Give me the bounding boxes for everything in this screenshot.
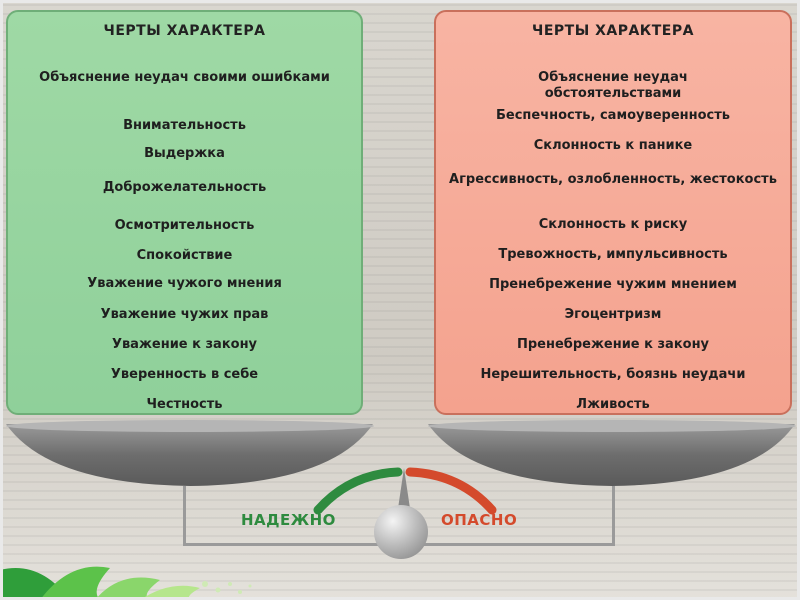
good-trait-item: Уважение чужих прав bbox=[100, 307, 269, 322]
bad-trait-item: Склонность к панике bbox=[533, 138, 693, 153]
good-trait-item: Выдержка bbox=[144, 146, 225, 161]
bad-trait-item: Объяснение неудач обстоятельствами bbox=[538, 70, 688, 101]
bad-trait-item: Агрессивность, озлобленность, жестокость bbox=[449, 172, 777, 187]
left-scale-pan bbox=[6, 420, 374, 486]
bad-trait-item: Склонность к риску bbox=[538, 217, 688, 232]
good-trait-item: Спокойствие bbox=[136, 248, 233, 263]
scale-weight bbox=[374, 505, 428, 559]
good-trait-item: Уверенность в себе bbox=[110, 367, 259, 382]
good-trait-item: Доброжелательность bbox=[102, 180, 267, 195]
good-trait-item: Уважение к закону bbox=[111, 337, 258, 352]
safe-label: НАДЕЖНО bbox=[241, 511, 336, 529]
good-panel-title: ЧЕРТЫ ХАРАКТЕРА bbox=[103, 23, 266, 39]
bad-trait-item: Беспечность, самоуверенность bbox=[495, 108, 731, 123]
bad-trait-item: Пренебрежение к закону bbox=[516, 337, 710, 352]
good-trait-item: Объяснение неудач своими ошибками bbox=[39, 70, 330, 85]
danger-label: ОПАСНО bbox=[441, 511, 518, 529]
good-trait-item: Честность bbox=[146, 397, 223, 412]
right-scale-pan bbox=[428, 420, 796, 486]
good-traits-panel: ЧЕРТЫ ХАРАКТЕРА Объяснение неудач своими… bbox=[6, 10, 363, 415]
good-trait-item: Уважение чужого мнения bbox=[87, 276, 282, 291]
bad-trait-item: Пренебрежение чужим мнением bbox=[489, 277, 737, 292]
bad-traits-panel: ЧЕРТЫ ХАРАКТЕРА Объяснение неудач обстоя… bbox=[434, 10, 792, 415]
bad-trait-item: Нерешительность, боязнь неудачи bbox=[480, 367, 746, 382]
bad-trait-item: Лживость bbox=[576, 397, 650, 412]
bad-panel-title: ЧЕРТЫ ХАРАКТЕРА bbox=[532, 23, 694, 39]
good-trait-item: Внимательность bbox=[123, 118, 246, 133]
good-trait-item: Осмотрительность bbox=[114, 218, 255, 233]
leaf-decoration bbox=[0, 566, 252, 600]
bad-trait-item: Тревожность, импульсивность bbox=[498, 247, 728, 262]
bad-trait-item: Эгоцентризм bbox=[564, 307, 662, 322]
